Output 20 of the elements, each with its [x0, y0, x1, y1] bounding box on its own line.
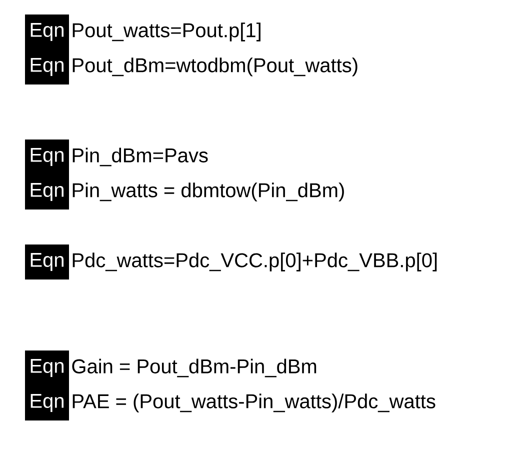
equation-text: Pin_watts = dbmtow(Pin_dBm) — [72, 182, 344, 202]
equation-text: Gain = Pout_dBm-Pin_dBm — [72, 358, 316, 378]
equation-text: PAE = (Pout_watts-Pin_watts)/Pdc_watts — [72, 394, 436, 412]
eqn-badge: Eqn — [25, 14, 69, 50]
node-label: Eqn — [30, 394, 64, 412]
node-label: Eqn — [30, 148, 64, 166]
eqn-badge: Eqn — [25, 50, 69, 84]
node-label: Eqn — [30, 23, 64, 41]
equation-text: Pout_dBm=wtodbm(Pout_watts) — [72, 58, 358, 76]
equation-text: Pin_dBm=Pavs — [72, 148, 208, 166]
eqn-badge: Eqn — [25, 140, 69, 174]
node-label: Eqn — [30, 359, 64, 377]
eqn-badge: Eqn — [25, 386, 69, 420]
equation-text: Pdc_watts=Pdc_VCC.p[0]+Pdc_VBB.p[0] — [72, 252, 437, 272]
node-label: Eqn — [30, 183, 64, 201]
eqn-badge: Eqn — [25, 244, 69, 280]
node-label: Eqn — [30, 58, 64, 76]
eqn-badge: Eqn — [25, 350, 69, 386]
equation-text: Pout_watts=Pout.p[1] — [72, 22, 260, 42]
eqn-badge: Eqn — [25, 174, 69, 210]
